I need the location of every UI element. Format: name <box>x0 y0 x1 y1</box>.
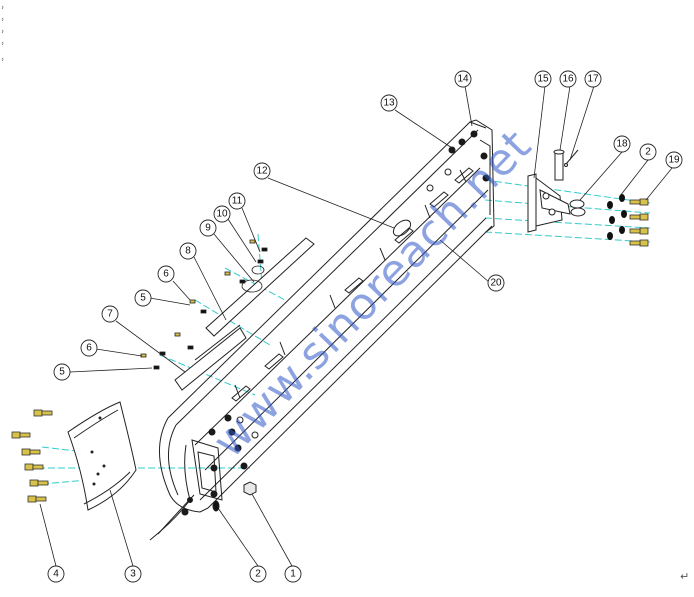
svg-text:2: 2 <box>255 569 261 580</box>
callout-12: 12 <box>253 162 271 180</box>
callout-18: 18 <box>613 135 631 153</box>
part-4-bolts <box>11 409 53 503</box>
callout-14: 14 <box>454 70 472 88</box>
callout-1: 1 <box>284 565 302 583</box>
callout-9: 9 <box>199 219 217 237</box>
part-18-washer <box>569 199 586 217</box>
svg-text:12: 12 <box>256 166 268 177</box>
svg-text:6: 6 <box>86 343 92 354</box>
callout-8: 8 <box>179 242 197 260</box>
svg-text:15: 15 <box>537 74 549 85</box>
callout-2: 2 <box>639 143 657 161</box>
svg-text:4: 4 <box>53 569 59 580</box>
svg-text:11: 11 <box>232 196 243 207</box>
svg-text:6: 6 <box>163 269 169 280</box>
part-15-hinge-bracket <box>527 173 571 233</box>
callout-5: 5 <box>53 363 71 381</box>
callout-3: 3 <box>124 565 142 583</box>
callout-7: 7 <box>101 305 119 323</box>
callout-20: 20 <box>487 274 505 292</box>
svg-text:2: 2 <box>645 147 651 158</box>
svg-text:18: 18 <box>616 139 628 150</box>
svg-text:14: 14 <box>457 74 469 85</box>
callout-6: 6 <box>80 339 98 357</box>
svg-text:1: 1 <box>290 569 296 580</box>
svg-text:13: 13 <box>383 98 395 109</box>
callout-19: 19 <box>665 151 683 169</box>
svg-text:7: 7 <box>107 309 113 320</box>
part-17-cotter-pin <box>564 149 579 167</box>
callouts: 1 2 2 3 4 5 5 6 6 7 8 9 10 11 12 13 14 1… <box>47 70 683 583</box>
part-2-washer-lower <box>212 500 220 512</box>
svg-text:8: 8 <box>185 246 191 257</box>
part-1-nut <box>243 481 257 496</box>
callout-10: 10 <box>213 205 231 223</box>
svg-text:9: 9 <box>205 223 211 234</box>
callout-15: 15 <box>534 70 552 88</box>
callout-17: 17 <box>584 70 602 88</box>
part-8-wear-plate <box>205 237 315 337</box>
leader-lines <box>39 85 673 567</box>
body-nuts <box>181 130 490 516</box>
callout-13: 13 <box>380 94 398 112</box>
part-2-washers-right <box>607 194 627 240</box>
part-19-bolts <box>629 198 649 247</box>
callout-11: 11 <box>228 192 246 210</box>
svg-text:5: 5 <box>59 367 65 378</box>
part-16-pin <box>553 149 565 181</box>
svg-text:16: 16 <box>562 74 574 85</box>
callout-5: 5 <box>134 289 152 307</box>
part-3-cutting-edge <box>67 401 137 511</box>
callout-2: 2 <box>249 565 267 583</box>
callout-4: 4 <box>47 565 65 583</box>
callout-16: 16 <box>559 70 577 88</box>
svg-text:19: 19 <box>668 155 680 166</box>
moldboard-body <box>149 119 495 541</box>
small-hardware <box>140 239 268 370</box>
svg-text:17: 17 <box>587 74 599 85</box>
svg-text:10: 10 <box>216 209 228 220</box>
svg-text:5: 5 <box>140 293 146 304</box>
part-7-wear-plate <box>174 324 247 391</box>
callout-6: 6 <box>157 265 175 283</box>
svg-text:3: 3 <box>130 569 136 580</box>
corner-marks <box>1 5 4 62</box>
svg-text:20: 20 <box>490 278 502 289</box>
part-3-holes <box>90 416 106 486</box>
return-mark: ↵ <box>680 570 689 583</box>
